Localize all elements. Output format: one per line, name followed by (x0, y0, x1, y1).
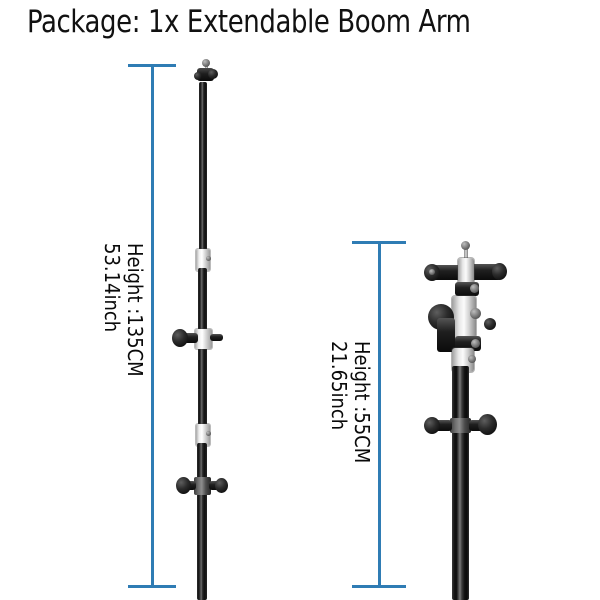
locking-collar-icon-4 (194, 477, 211, 495)
tightening-knob-icon-main-right (484, 318, 496, 330)
tightening-knob-icon-collapsed-left (424, 417, 440, 434)
dimension-label-left-imperial: 53.14inch (100, 243, 124, 333)
boom-pole-segment-middle (198, 268, 207, 438)
locking-collar-icon-collapsed (450, 418, 471, 433)
clamp-arm-upper-right (210, 334, 223, 341)
dimension-stem-icon-right (378, 241, 381, 588)
clamp-arm-collapsed-right (469, 420, 483, 431)
dimension-label-left: Height :135CM 53.14inch (100, 243, 147, 377)
locking-collar-icon-2 (195, 329, 212, 349)
dimension-cap-icon-bottom-left (128, 585, 176, 588)
spigot-icon-head (464, 244, 468, 266)
tightening-knob-icon-upper (172, 329, 188, 347)
joint-bolt-lower (471, 339, 480, 348)
clamp-arm-collapsed-left (432, 420, 452, 431)
dimension-label-right-metric: Height :55CM (350, 341, 374, 464)
collar-bolt-2 (206, 431, 211, 436)
swivel-bolt-upper-left (429, 269, 435, 275)
tightening-knob-icon-head-right (492, 263, 507, 280)
tightening-knob-icon-collapsed-right (478, 414, 497, 435)
dimension-label-right: Height :55CM 21.65inch (327, 341, 374, 464)
tightening-knob-icon-top (208, 69, 218, 79)
dimension-cap-icon-bottom-right (352, 585, 406, 588)
swivel-bracket-bolt-lower (468, 355, 476, 363)
swivel-bracket-icon-top (458, 258, 474, 284)
spigot-bolt (202, 59, 210, 67)
locking-collar-icon-1 (196, 249, 210, 271)
knob-shaft-main-left (437, 318, 455, 352)
tightening-knob-icon-lower-right (215, 478, 228, 493)
dimension-label-left-metric: Height :135CM (123, 243, 147, 377)
boom-pole-segment-bottom (197, 443, 207, 600)
tightening-knob-icon-lower-left (176, 477, 191, 494)
collar-bolt-1 (206, 256, 211, 261)
boom-pole-segment-top (199, 82, 207, 252)
joint-bolt-upper (470, 284, 479, 293)
dimension-stem-icon-left (151, 64, 154, 588)
swivel-bracket-bolt (470, 308, 481, 319)
page-title: Package: 1x Extendable Boom Arm (27, 4, 471, 40)
dimension-label-right-imperial: 21.65inch (327, 341, 351, 431)
tightening-knob-icon-top-left (194, 72, 202, 80)
locking-collar-icon-3 (196, 424, 210, 446)
collapsed-pole-body (452, 366, 469, 600)
spigot-bolt-head (461, 241, 470, 250)
clamp-arm-upper (178, 333, 198, 343)
